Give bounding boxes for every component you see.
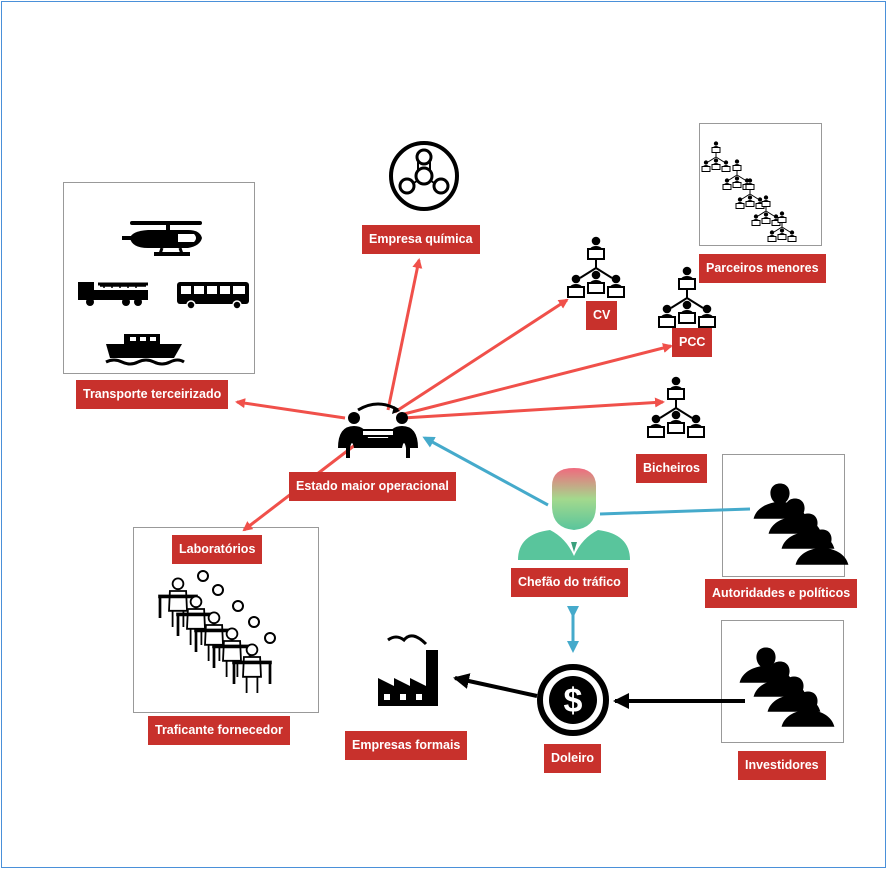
label-estado-maior: Estado maior operacional <box>289 472 456 501</box>
arrow-to-bicheiros <box>402 397 665 420</box>
label-transporte-terceirizado: Transporte terceirizado <box>76 380 229 409</box>
label-investidores: Investidores <box>738 751 826 780</box>
dollar-icon: $ <box>537 664 609 736</box>
arrow-to-transporte <box>235 398 346 420</box>
hierarchy-icon <box>568 237 624 297</box>
arrows-blue <box>422 436 751 653</box>
chemical-hazard-icon <box>389 141 459 211</box>
svg-text:$: $ <box>564 682 583 720</box>
arrow-chefao-to-estado <box>422 436 549 507</box>
traficante-image-box <box>133 527 319 713</box>
lab-workers-icon <box>156 570 276 695</box>
arrows-black <box>453 673 745 709</box>
label-chefao: Chefão do tráfico <box>511 568 628 597</box>
helicopter-icon <box>122 221 202 256</box>
arrow-doleiro-to-empresas <box>453 673 538 698</box>
label-laboratorios: Laboratórios <box>172 535 263 564</box>
label-cv: CV <box>586 301 618 330</box>
org-chart-icon <box>702 141 796 241</box>
crowd-icon <box>739 647 835 727</box>
factory-icon <box>378 634 438 706</box>
arrow-to-empresa-quimica <box>386 258 423 411</box>
boat-icon <box>105 334 185 366</box>
label-autoridades: Autoridades e políticos <box>705 579 858 608</box>
arrow-to-pcc <box>399 343 673 417</box>
line-chefao-autoridades <box>599 507 751 516</box>
label-empresas-formais: Empresas formais <box>345 731 468 760</box>
label-traficante: Traficante fornecedor <box>148 716 290 745</box>
label-doleiro: Doleiro <box>544 744 602 773</box>
hierarchy-icon <box>648 377 704 437</box>
crowd-icon <box>753 483 849 565</box>
arrow-to-cv <box>394 298 569 414</box>
label-empresa-quimica: Empresa química <box>362 225 480 254</box>
bus-icon <box>177 282 249 310</box>
boss-person-icon <box>518 468 630 560</box>
label-parceiros-menores: Parceiros menores <box>699 254 826 283</box>
label-bicheiros: Bicheiros <box>636 454 707 483</box>
meeting-icon <box>338 402 418 458</box>
arrows-red <box>235 258 673 532</box>
truck-icon <box>78 282 148 306</box>
label-pcc: PCC <box>672 328 713 357</box>
